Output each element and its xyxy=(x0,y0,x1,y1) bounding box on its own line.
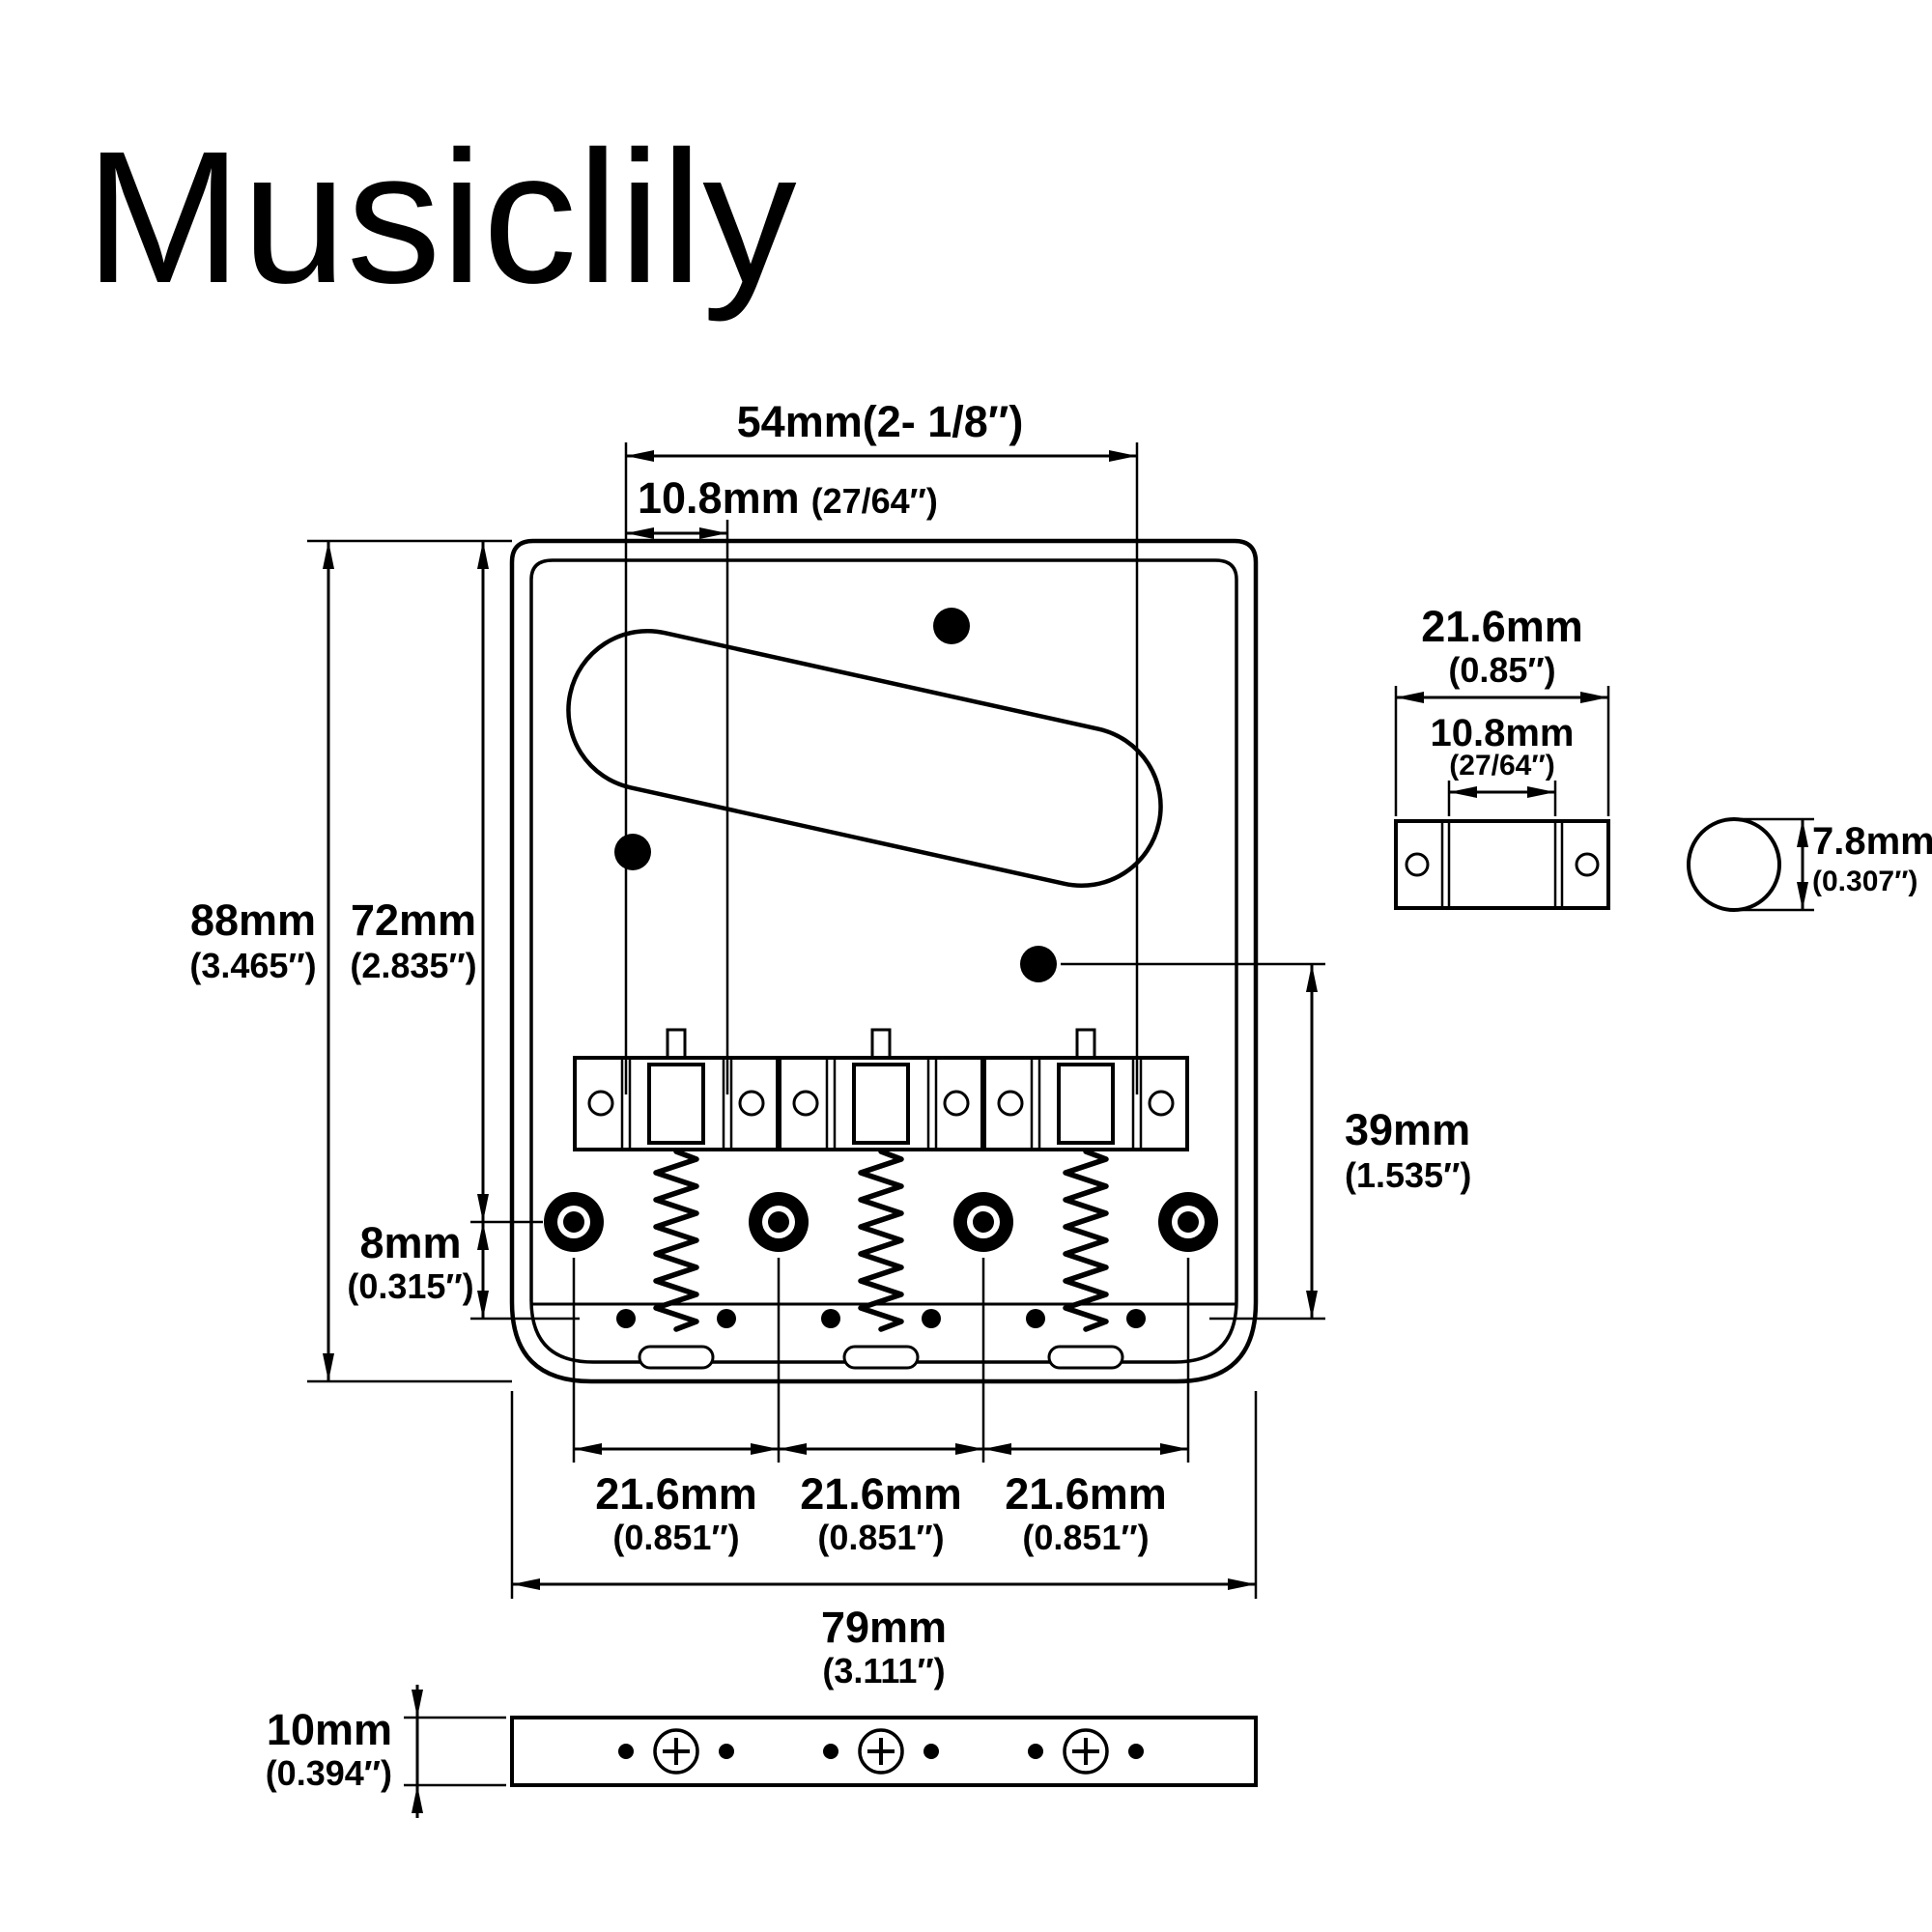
dim-value-in: (3.111″) xyxy=(822,1651,945,1690)
dim-value-mm: 72mm xyxy=(351,895,476,945)
side-hole-dot xyxy=(719,1744,734,1759)
screw-head xyxy=(653,1728,699,1775)
saddle-detail-view: 21.6mm (0.85″) 10.8mm (27/64″) xyxy=(1394,602,1610,910)
plate-outline xyxy=(509,538,1259,1384)
dim-value-in: (2- 1/8″) xyxy=(863,397,1024,446)
dim-plate-width-79mm: 79mm (3.111″) xyxy=(510,1391,1258,1690)
dim-saddle-to-bottom-39mm: 39mm (1.535″) xyxy=(1061,962,1471,1321)
screw-hole-dot xyxy=(821,1309,840,1328)
pickup-cutout xyxy=(566,628,1163,889)
dim-value-in: (27/64″) xyxy=(1449,750,1554,781)
side-hole-dot xyxy=(823,1744,838,1759)
dim-value-mm: 21.6mm xyxy=(1421,602,1583,651)
mounting-screw-hole xyxy=(933,608,970,644)
dim-value-mm: 21.6mm xyxy=(1005,1469,1167,1519)
dim-saddle-width-21-6mm: 21.6mm (0.85″) xyxy=(1394,602,1610,816)
dim-string-spacing-10-8mm: 10.8mm (27/64″) xyxy=(626,473,938,1094)
dim-value-mm: 21.6mm xyxy=(595,1469,757,1519)
dim-value-mm: 88mm xyxy=(190,895,316,945)
dim-value-in: (3.465″) xyxy=(189,946,316,985)
dim-label: 54mm(2- 1/8″) xyxy=(737,397,1024,446)
screw-hole-dot xyxy=(717,1309,736,1328)
dim-value-mm: 10.8mm xyxy=(1431,712,1575,754)
dim-value-mm: 10.8mm xyxy=(638,473,800,523)
dim-value-in: (0.851″) xyxy=(612,1518,739,1557)
string-through-hole-1 xyxy=(544,1192,604,1252)
dim-value-mm: 79mm xyxy=(821,1603,947,1652)
saddle-detail-outline xyxy=(1394,819,1610,910)
string-through-hole-3 xyxy=(953,1192,1013,1252)
screw-head xyxy=(858,1728,904,1775)
side-hole-dot xyxy=(618,1744,634,1759)
dim-value-mm: 39mm xyxy=(1345,1105,1470,1154)
dim-holes-span-72mm: 72mm (2.835″) xyxy=(350,541,543,1224)
brand-logo: Musiclily xyxy=(85,112,797,323)
dim-value-in: (27/64″) xyxy=(811,481,938,521)
side-hole-dot xyxy=(1128,1744,1144,1759)
dim-plate-thickness-10mm: 10mm (0.394″) xyxy=(266,1685,506,1818)
bridge-top-view xyxy=(509,538,1259,1384)
string-through-hole-4 xyxy=(1158,1192,1218,1252)
dim-saddle-groove-10-8mm: 10.8mm (27/64″) xyxy=(1431,712,1575,816)
screw-hole-dot xyxy=(616,1309,636,1328)
string-through-hole-2 xyxy=(749,1192,809,1252)
dim-value-in: (1.535″) xyxy=(1345,1155,1471,1195)
mounting-screw-hole xyxy=(1020,946,1057,982)
dim-string-spread-54mm: 54mm(2- 1/8″) xyxy=(624,397,1139,1094)
dim-value-in: (0.851″) xyxy=(1022,1518,1149,1557)
dim-value-in: (2.835″) xyxy=(350,946,476,985)
side-view-outline xyxy=(510,1716,1258,1787)
bridge-side-view: 10mm (0.394″) xyxy=(266,1685,1258,1818)
dim-value-mm: 7.8mm xyxy=(1812,820,1932,863)
dim-value-in: (0.315″) xyxy=(347,1266,473,1306)
screw-hole-dot xyxy=(922,1309,941,1328)
screw-hole-dot xyxy=(1026,1309,1045,1328)
string-slot xyxy=(842,1345,920,1370)
plate-inner-outline xyxy=(529,558,1238,1364)
dim-value-in: (0.307″) xyxy=(1812,866,1918,897)
dim-label: 10.8mm (27/64″) xyxy=(638,473,938,523)
dim-saddle-spacing-21-6mm: 21.6mm (0.851″) 21.6mm (0.851″) 21.6mm (… xyxy=(572,1258,1190,1557)
dim-value-mm: 21.6mm xyxy=(800,1469,962,1519)
dim-barrel-diameter-7-8mm: 7.8mm (0.307″) xyxy=(1737,817,1932,912)
dim-hole-offset-8mm: 8mm (0.315″) xyxy=(347,1218,580,1321)
dim-value-in: (0.851″) xyxy=(817,1518,944,1557)
screw-head xyxy=(1063,1728,1109,1775)
side-hole-dot xyxy=(1028,1744,1043,1759)
string-slot xyxy=(1047,1345,1124,1370)
side-hole-dot xyxy=(923,1744,939,1759)
screw-hole-dot xyxy=(1126,1309,1146,1328)
saddle-barrel-outline xyxy=(1687,817,1781,912)
mounting-screw-hole xyxy=(614,834,651,870)
saddle-detail-hole xyxy=(1405,852,1430,877)
dim-value-in: (0.394″) xyxy=(266,1753,392,1793)
saddle-profile-view: 7.8mm (0.307″) xyxy=(1687,817,1932,912)
dim-value-mm: 8mm xyxy=(359,1218,461,1267)
dim-value-mm: 10mm xyxy=(267,1705,392,1754)
dim-value-mm: 54mm xyxy=(737,397,863,446)
dim-value-in: (0.85″) xyxy=(1448,650,1555,690)
string-slot xyxy=(638,1345,715,1370)
saddle-detail-hole xyxy=(1575,852,1600,877)
dim-plate-length-88mm: 88mm (3.465″) xyxy=(189,539,512,1383)
